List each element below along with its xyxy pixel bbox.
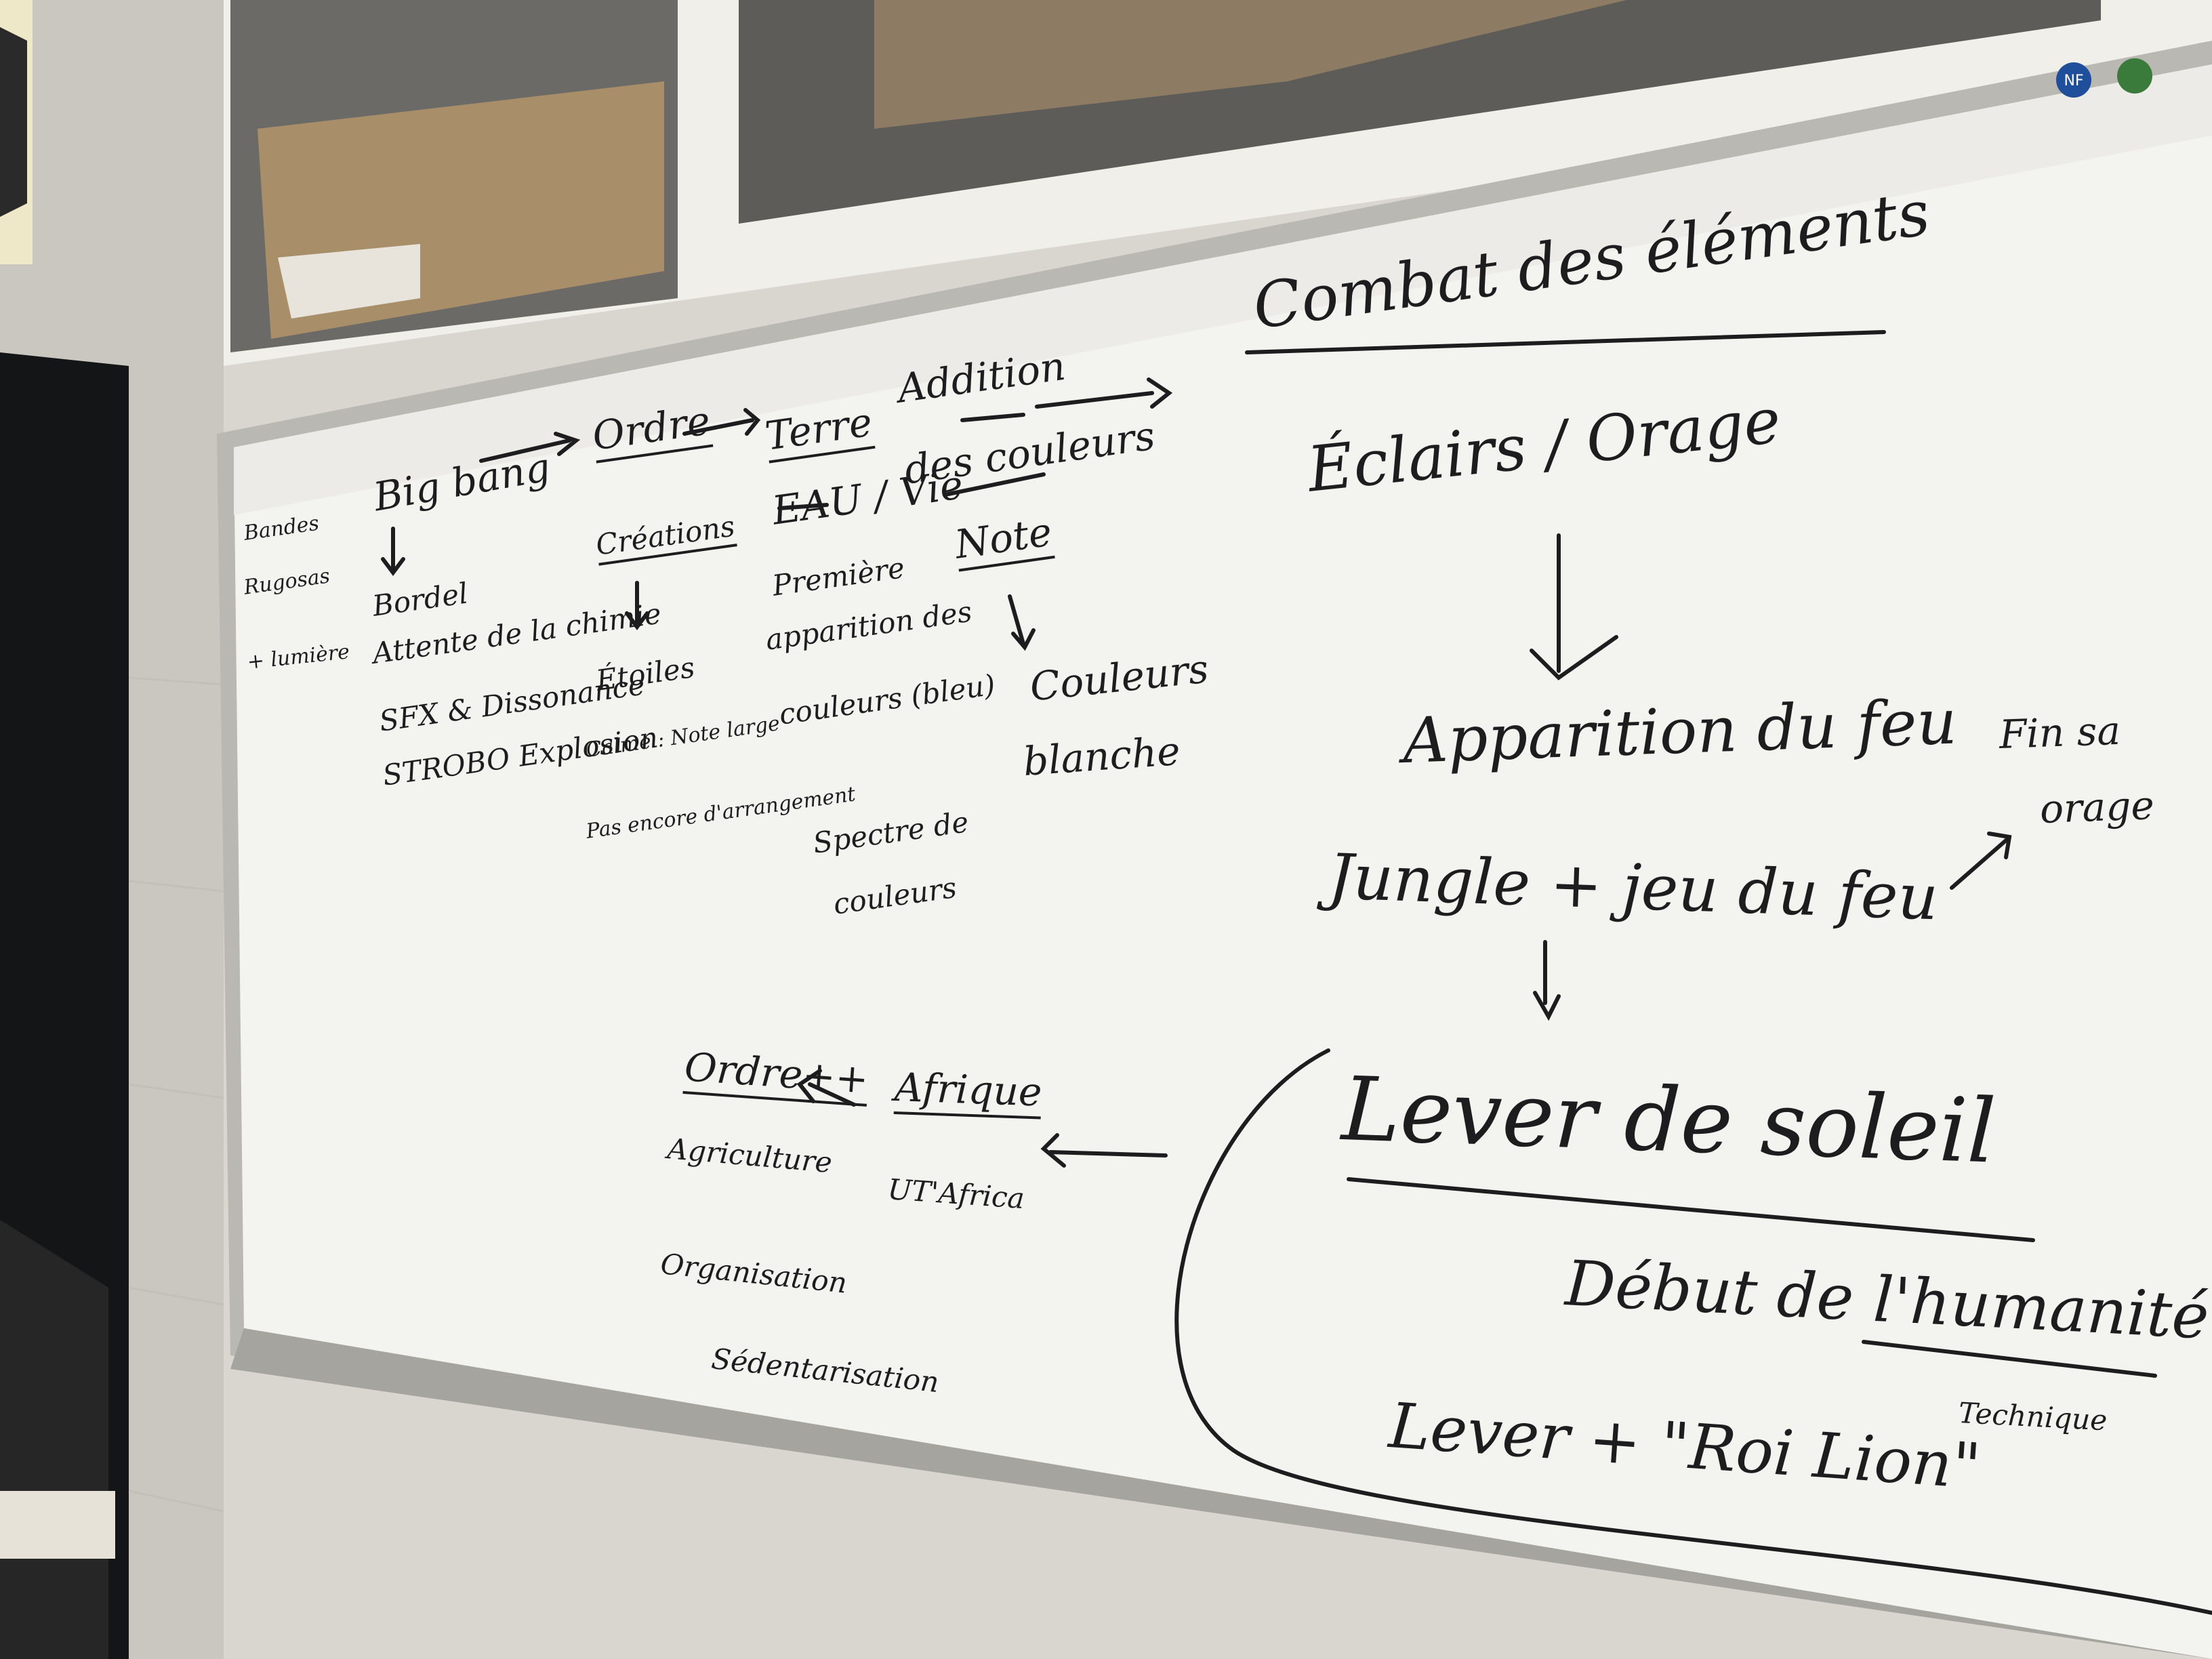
- arrow-down-addition: [1008, 594, 1036, 651]
- doorway-shadow: [0, 1220, 108, 1659]
- box-label: [278, 244, 420, 319]
- arrow-to-ordre2: [796, 1069, 856, 1107]
- arrow-down-bigbang: [381, 527, 405, 576]
- underline-couleurs: [943, 472, 1046, 497]
- cardboard-box-2: [874, 0, 1626, 129]
- arrow-addition-combat: [1035, 377, 1173, 409]
- curve-lever-bracket: [1174, 1048, 2212, 1615]
- underline-eau: [777, 503, 829, 510]
- marker-tray: [230, 1328, 2212, 1659]
- whiteboard: [234, 64, 2212, 1659]
- underline-lever: [1347, 1177, 2035, 1242]
- shelf: [0, 1491, 115, 1559]
- arrow-to-fin: [1950, 832, 2012, 890]
- board-arrows: [381, 330, 2212, 1615]
- nf-logo: [2056, 62, 2091, 98]
- nf-badge-text: NF: [2064, 73, 2083, 89]
- arrow-bigbang-ordre: [479, 432, 581, 463]
- underline-combat: [1245, 330, 1886, 354]
- ecolabel-logo: [2117, 58, 2152, 94]
- arrow-down-jungle: [1533, 940, 1561, 1021]
- afrique-label: Afrique: [893, 1064, 1043, 1120]
- poster-figure: [0, 27, 27, 217]
- fin-sa: Fin sa: [1998, 707, 2122, 758]
- arrow-to-afrique: [1040, 1133, 1168, 1168]
- fin-orage: orage: [2039, 782, 2155, 832]
- board-glare: [234, 64, 2212, 515]
- arrow-down-eclairs: [1530, 533, 1618, 680]
- underline-humanite: [1862, 1340, 2157, 1378]
- window-frame: [224, 0, 2212, 366]
- arrow-down-ordre: [625, 581, 649, 630]
- wall-tiles: [128, 676, 224, 1513]
- underline-addition: [960, 413, 1025, 422]
- arrow-ordre-terre: [682, 408, 761, 436]
